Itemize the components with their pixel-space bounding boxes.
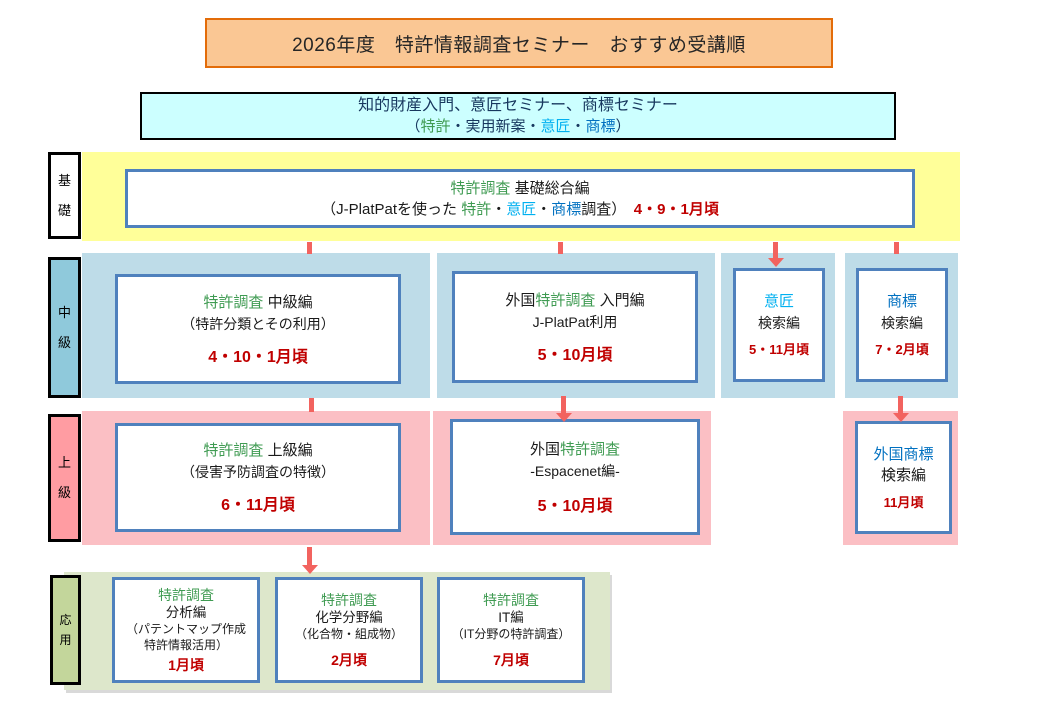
course-box-patent-advanced: 特許調査 上級編 （侵害予防調査の特徴） 6・11月頃 [115,423,401,532]
course-date: 2月頃 [331,651,367,668]
course-box-design-search: 意匠 検索編 5・11月頃 [733,268,825,382]
course-title: 特許調査 [483,591,539,608]
course-title: 特許調査 [321,591,377,608]
course-box-patent-chemical: 特許調査 化学分野編 （化合物・組成物） 2月頃 [275,577,423,683]
course-title: 外国商標 [873,445,934,463]
intro-seminars-box: 知的財産入門、意匠セミナー、商標セミナー （特許・実用新案・意匠・商標） [140,92,896,140]
connector-trademark-to-foreign-trademark-arrow-icon [898,396,903,413]
course-box-foreign-patent-espacenet: 外国特許調査 -Espacenet編- 5・10月頃 [450,419,700,535]
connector-foreign-intro-to-espacenet-arrow-icon [561,396,566,413]
course-subtitle: 検索編 [880,466,926,484]
course-title: 商標 [886,293,917,310]
course-box-trademark-search: 商標 検索編 7・2月頃 [856,268,948,382]
course-date: 6・11月頃 [221,497,295,514]
course-title: 特許調査 [158,586,214,603]
course-detail: （化合物・組成物） [294,626,403,641]
course-title: 特許調査 上級編 [203,442,313,459]
course-subtitle: （特許分類とその利用） [181,315,335,332]
course-subtitle: 検索編 [881,315,923,331]
course-date: 4・10・1月頃 [208,348,308,366]
connector-intermediate-to-advanced-icon [309,398,314,412]
course-date: 7月頃 [493,651,529,668]
course-box-patent-analysis: 特許調査 分析編 （パテントマップ作成 特許情報活用） 1月頃 [112,577,260,683]
course-box-foreign-trademark-search: 外国商標 検索編 11月頃 [855,421,952,534]
intro-line2: （特許・実用新案・意匠・商標） [405,118,631,135]
connector-basic-to-design-arrow-icon [773,242,778,258]
page-title: 2026年度 特許情報調査セミナー おすすめ受講順 [205,18,833,68]
course-subtitle: -Espacenet編- [530,462,620,479]
course-title: 特許調査 基礎総合編 [450,179,590,197]
course-subtitle: J-PlatPat利用 [532,313,618,330]
row-label-advanced: 上級 [48,414,81,542]
course-date: 7・2月頃 [875,342,929,357]
course-subtitle: 検索編 [758,315,800,331]
course-title: 外国特許調査 [529,440,621,458]
connector-advanced-to-applied-arrow-icon [307,547,312,565]
course-detail: （パテントマップ作成 [125,621,246,636]
row-label-applied: 応用 [50,575,81,685]
course-date: 5・11月頃 [749,342,809,357]
course-subtitle: （侵害予防調査の特徴） [181,464,335,480]
course-title: 意匠 [763,293,794,310]
course-box-foreign-patent-intro: 外国特許調査 入門編 J-PlatPat利用 5・10月頃 [452,271,698,383]
course-box-patent-intermediate: 特許調査 中級編 （特許分類とその利用） 4・10・1月頃 [115,274,401,384]
course-name: 分析編 [165,604,207,620]
course-date: 5・10月頃 [537,497,613,515]
connector-basic-to-trademark-icon [894,242,899,254]
intro-line1: 知的財産入門、意匠セミナー、商標セミナー [358,97,678,114]
course-name: 化学分野編 [315,609,383,625]
course-subtitle: （J-PlatPatを使った 特許・意匠・商標調査） 4・9・1月頃 [321,200,719,218]
course-title: 特許調査 中級編 [203,293,313,311]
course-name: IT編 [498,609,524,625]
course-detail: 特許情報活用） [143,637,228,652]
course-detail: （IT分野の特許調査） [451,626,571,641]
course-box-basic-general: 特許調査 基礎総合編 （J-PlatPatを使った 特許・意匠・商標調査） 4・… [125,169,915,228]
course-date: 11月頃 [883,494,924,510]
row-label-intermediate: 中級 [48,257,81,398]
course-date: 1月頃 [168,656,204,673]
connector-basic-to-foreign-intro-icon [558,242,563,254]
connector-basic-to-intermediate-icon [307,242,312,254]
course-box-patent-it: 特許調査 IT編 （IT分野の特許調査） 7月頃 [437,577,585,683]
course-title: 外国特許調査 入門編 [505,291,645,309]
course-date: 5・10月頃 [537,346,613,364]
row-label-basic: 基礎 [48,152,81,239]
